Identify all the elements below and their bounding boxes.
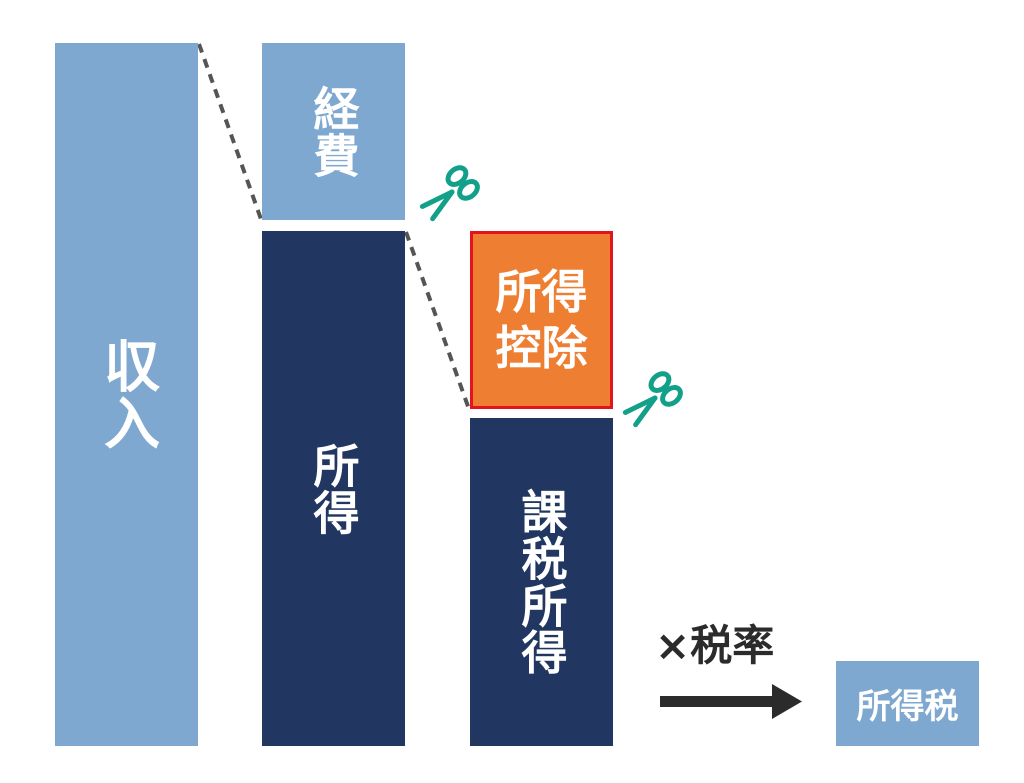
taxable-income-block: 課税所得 xyxy=(470,418,613,746)
right-arrow-icon xyxy=(660,684,802,719)
expenses-label: 経費 xyxy=(306,84,361,179)
scissors-icon xyxy=(622,371,683,428)
earnings-block: 所得 xyxy=(262,231,405,746)
scissors-icon xyxy=(419,165,480,222)
income-tax-block: 所得税 xyxy=(836,661,979,746)
taxable-income-label: 課税所得 xyxy=(514,488,569,676)
income-deduction-block: 所得 控除 xyxy=(470,231,613,409)
income-tax-label: 所得税 xyxy=(856,687,959,727)
income-block: 収入 xyxy=(55,43,198,746)
income-deduction-label: 所得 控除 xyxy=(495,264,588,375)
tax-rate-multiplier-label: ×税率 xyxy=(655,621,775,670)
income-label: 収入 xyxy=(94,337,160,452)
expenses-block: 経費 xyxy=(262,43,405,220)
earnings-label: 所得 xyxy=(306,441,361,536)
